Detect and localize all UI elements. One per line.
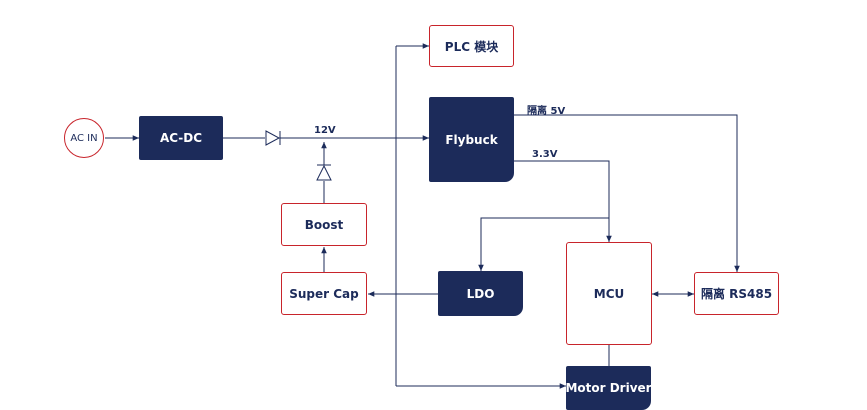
ldo-block: LDO (438, 271, 523, 316)
diode-horizontal-icon (265, 130, 281, 146)
super-cap-label: Super Cap (289, 286, 359, 301)
rail-3v3-label: 3.3V (532, 149, 558, 160)
isolated-5v-label: 隔离 5V (527, 106, 566, 117)
ac-dc-block: AC-DC (139, 116, 223, 160)
wire-5v-rs485 (514, 114, 740, 272)
ac-dc-label: AC-DC (159, 131, 203, 145)
wire-3v3-mcu (514, 160, 612, 242)
boost-label: Boost (304, 217, 344, 232)
wire-3v3-ldo (478, 217, 609, 271)
ac-in-node: AC IN (64, 118, 104, 158)
boost-block: Boost (281, 203, 367, 246)
motor-driver-block: Motor Driver (565, 366, 652, 410)
ldo-label: LDO (466, 286, 495, 301)
flybuck-label: Flybuck (445, 132, 498, 147)
diode-vertical-icon (316, 164, 332, 181)
flybuck-block: Flybuck (429, 97, 514, 182)
isolated-rs485-label: 隔离 RS485 (700, 287, 773, 301)
block-diagram-wiring (105, 43, 740, 389)
mcu-label: MCU (593, 286, 625, 301)
isolated-rs485-block: 隔离 RS485 (694, 272, 779, 315)
rail-12v-label: 12V (314, 125, 336, 136)
mcu-block: MCU (566, 242, 652, 345)
motor-driver-label: Motor Driver (565, 381, 652, 395)
plc-module-block: PLC 模块 (429, 25, 514, 67)
ac-in-label: AC IN (70, 132, 98, 144)
super-cap-block: Super Cap (281, 272, 367, 315)
plc-module-label: PLC 模块 (444, 39, 499, 54)
